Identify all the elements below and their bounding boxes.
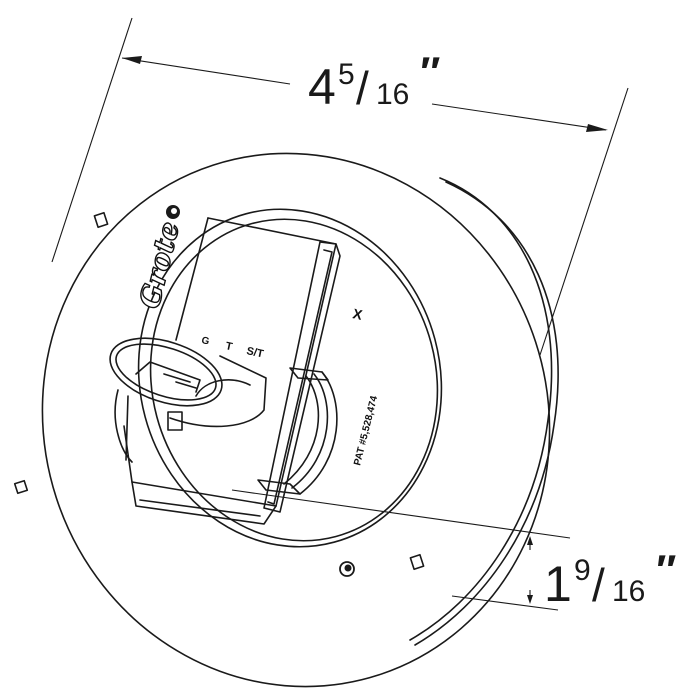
depth-denominator: 16 [612, 575, 645, 608]
brand-logo: Grote [133, 218, 186, 311]
depth-whole: 1 [544, 556, 572, 612]
latch-clip [257, 367, 338, 495]
pin-label-st: S/T [245, 345, 265, 360]
diameter-label: 4 5 / 16 ″ [308, 48, 440, 115]
extension-line-left [51, 17, 133, 263]
depth-label: 1 9 / 16 ″ [544, 546, 676, 612]
arrow-up-icon [527, 536, 533, 545]
housing-ring-outer [137, 208, 443, 548]
pin-label-t: T [224, 340, 233, 353]
outer-flange [41, 152, 551, 688]
patent-text: PAT #5,528,474 [352, 394, 380, 466]
depth-dimension-arrows [527, 536, 533, 604]
rim-edge-1 [409, 177, 553, 641]
housing-ring-inner [149, 218, 439, 542]
connector-tab [167, 411, 183, 431]
screw-boss-bottom [339, 561, 355, 577]
depth-inch-mark: ″ [654, 546, 676, 593]
diameter-inch-mark: ″ [418, 48, 440, 95]
depth-slash: / [592, 559, 605, 611]
diameter-dimension-line [121, 56, 608, 132]
depth-numerator: 9 [574, 554, 591, 587]
pigtail-connector [109, 337, 267, 463]
diameter-numerator: 5 [338, 58, 355, 91]
arrow-down-icon [527, 595, 533, 604]
mounting-tab [13, 479, 29, 495]
diameter-denominator: 16 [376, 78, 409, 111]
mounting-tab [93, 211, 109, 229]
diameter-slash: / [356, 62, 369, 114]
extension-line-right [539, 87, 629, 356]
pin-label-g: G [200, 335, 210, 347]
mounting-tab [409, 553, 425, 571]
screw-boss-top [166, 205, 180, 219]
diameter-whole: 4 [308, 59, 336, 115]
arrow-left-icon [122, 56, 142, 64]
arrow-right-icon [586, 124, 608, 132]
depth-extension-bottom [451, 595, 559, 611]
depth-extension-top [231, 489, 571, 539]
rim-edge-2 [414, 181, 559, 646]
mark-x: X [351, 305, 364, 323]
